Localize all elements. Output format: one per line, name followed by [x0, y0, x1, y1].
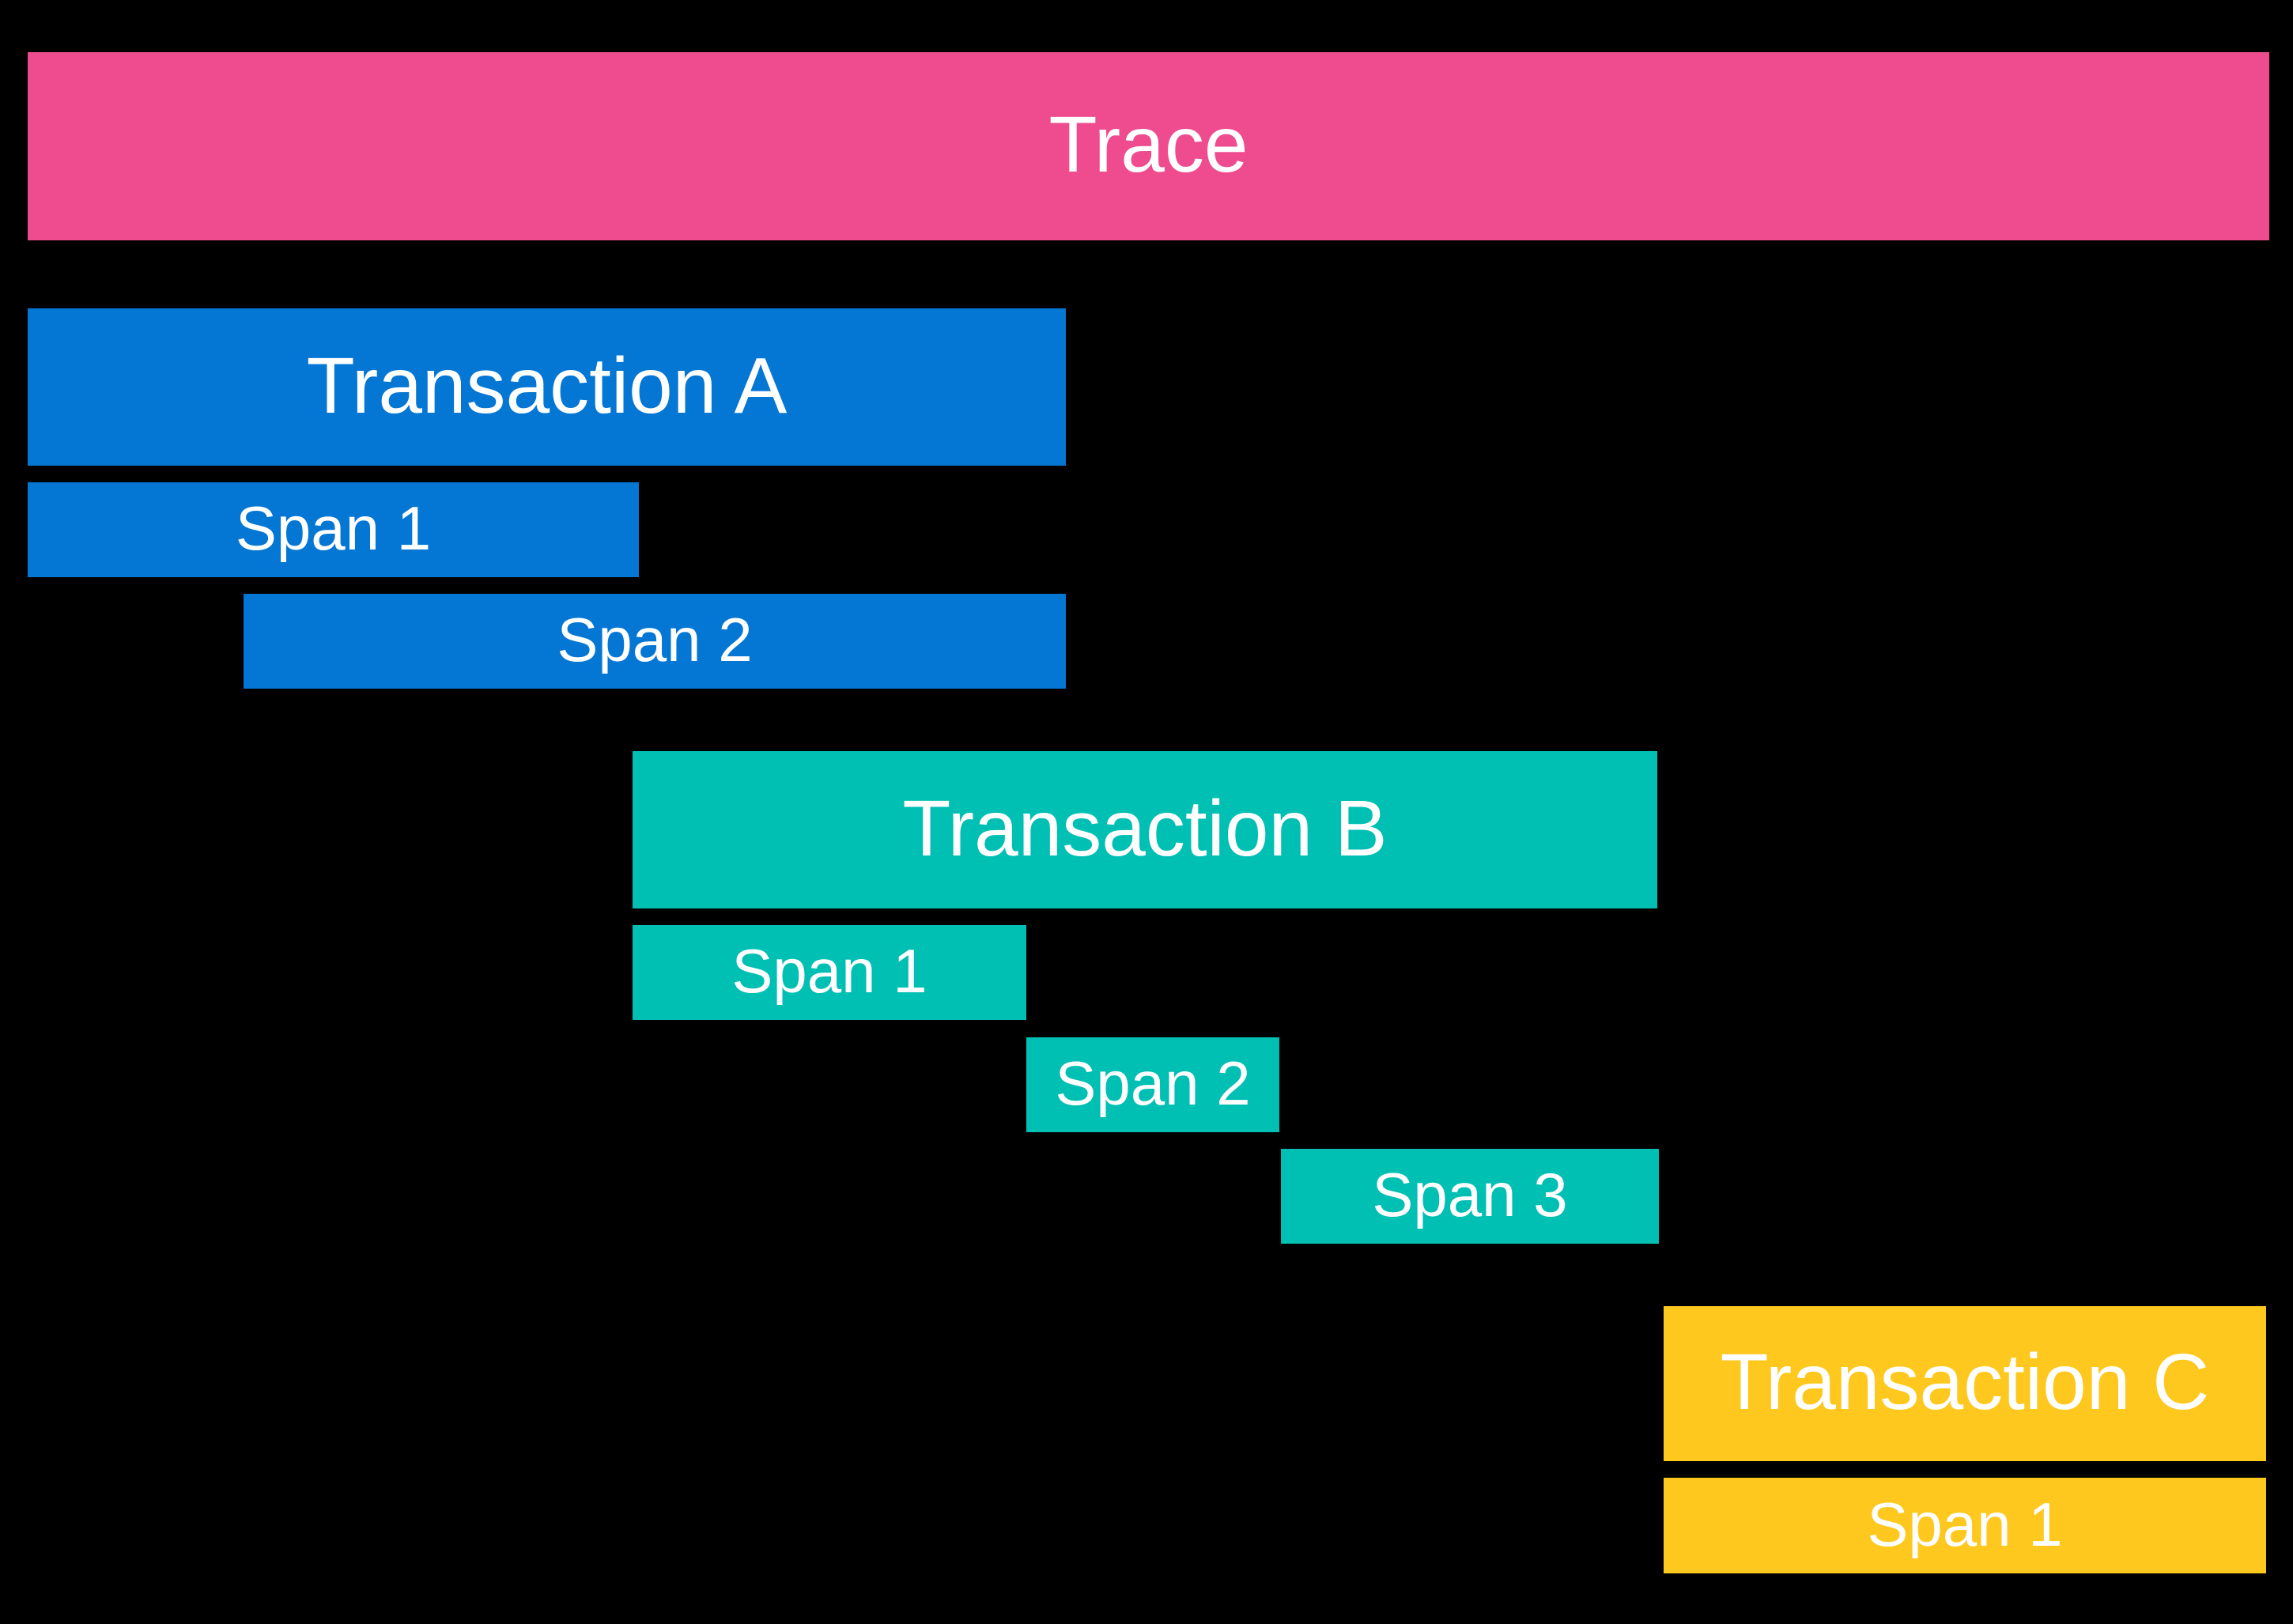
transaction-a-span-1-bar: Span 1	[28, 482, 639, 577]
transaction-b-span-3-bar: Span 3	[1281, 1149, 1659, 1244]
transaction-a-span-1-label: Span 1	[235, 493, 432, 563]
transaction-b-span-1-label: Span 1	[731, 936, 927, 1006]
trace-label: Trace	[1048, 100, 1248, 189]
transaction-a-span-2-bar: Span 2	[244, 594, 1066, 689]
transaction-b-label: Transaction B	[902, 784, 1388, 873]
transaction-a-span-2-label: Span 2	[557, 605, 753, 674]
transaction-c-span-1-bar: Span 1	[1664, 1478, 2266, 1573]
transaction-a-label: Transaction A	[306, 341, 788, 430]
transaction-b-span-2-label: Span 2	[1055, 1048, 1251, 1118]
transaction-c-label: Transaction C	[1720, 1338, 2210, 1426]
trace-bar: Trace	[28, 52, 2269, 240]
transaction-b-span-3-label: Span 3	[1372, 1160, 1568, 1229]
transaction-b-span-1-bar: Span 1	[633, 925, 1026, 1020]
transaction-c-bar: Transaction C	[1664, 1306, 2266, 1461]
transaction-c-span-1-label: Span 1	[1867, 1489, 2063, 1559]
transaction-b-span-2-bar: Span 2	[1026, 1037, 1279, 1132]
transaction-a-bar: Transaction A	[28, 308, 1066, 466]
transaction-b-bar: Transaction B	[633, 751, 1657, 908]
